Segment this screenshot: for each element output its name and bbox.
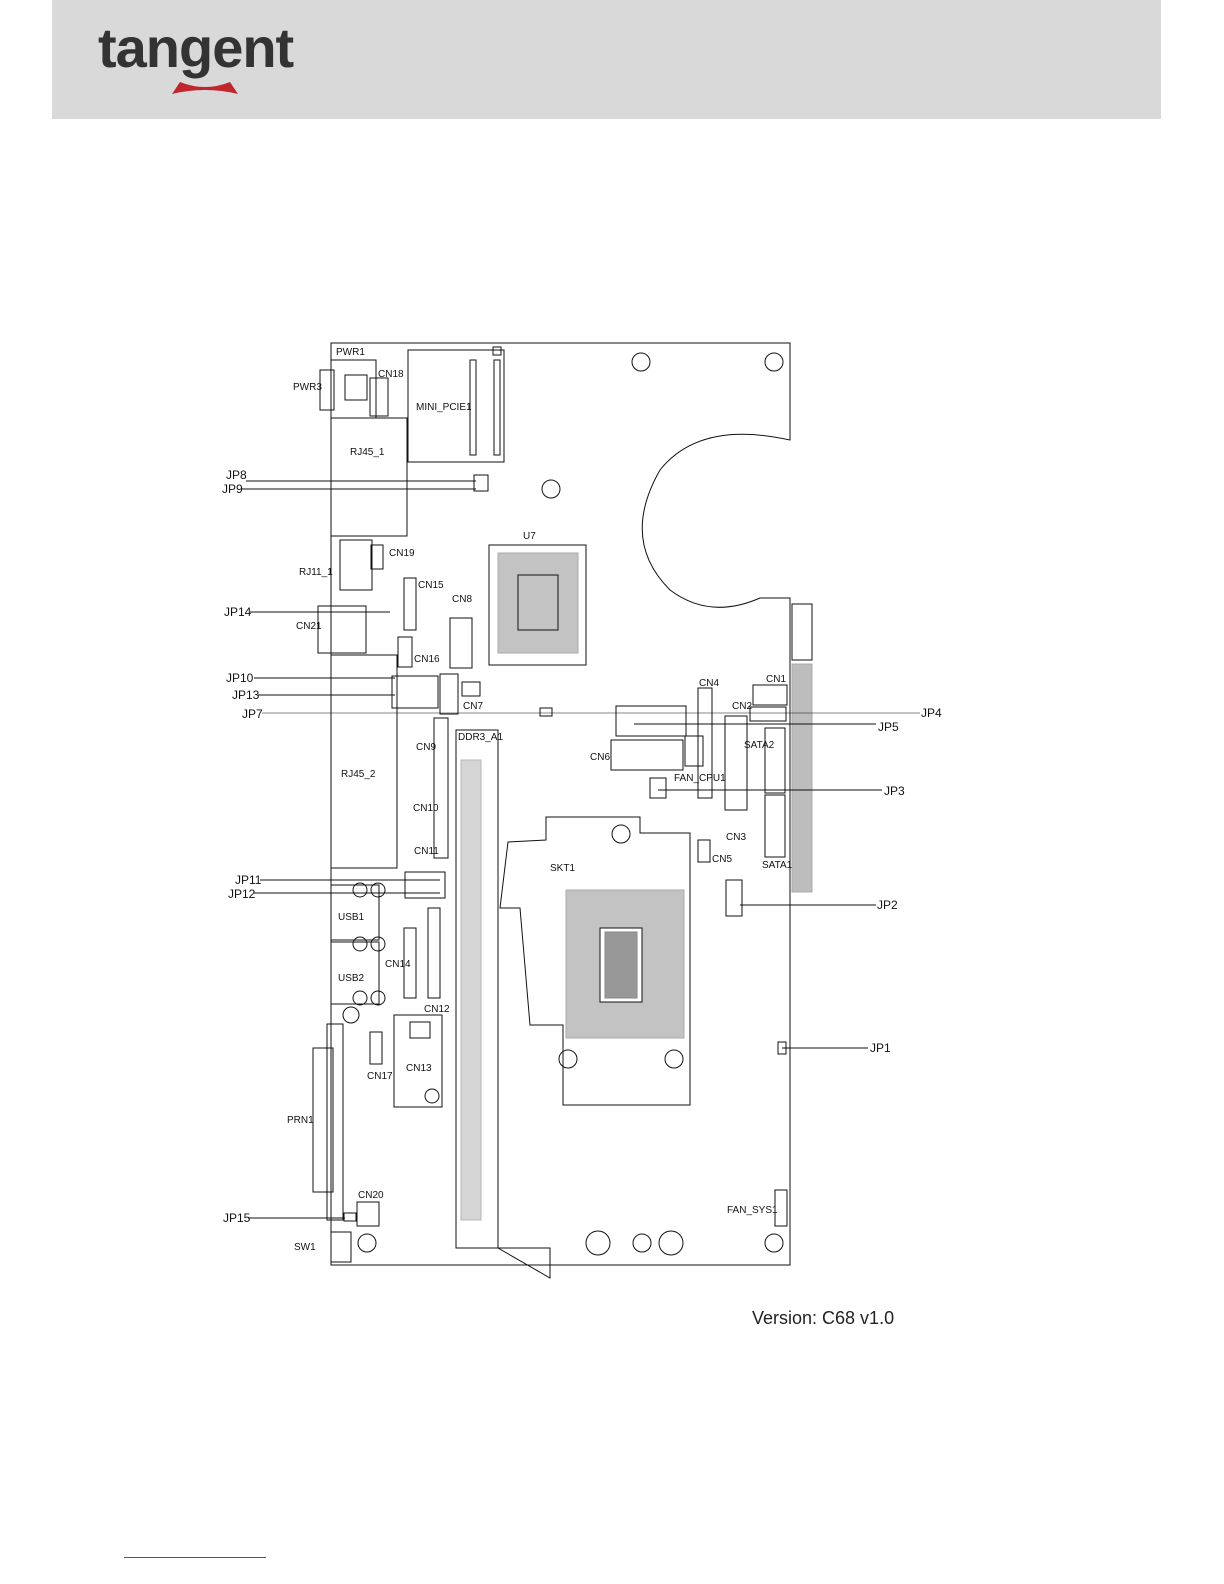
- edge-connector: [792, 604, 812, 660]
- label-jp12: JP12: [228, 887, 256, 901]
- label-jp15: JP15: [223, 1211, 251, 1225]
- cn20-header: [357, 1202, 379, 1226]
- label-usb1: USB1: [338, 912, 365, 923]
- label-jp9: JP9: [222, 482, 243, 496]
- label-cn21: CN21: [296, 621, 322, 632]
- label-cn3: CN3: [726, 832, 746, 843]
- sw1-switch: [331, 1232, 351, 1262]
- label-rj45-1: RJ45_1: [350, 447, 385, 458]
- label-cn4: CN4: [699, 678, 719, 689]
- label-jp10: JP10: [226, 671, 254, 685]
- label-skt1: SKT1: [550, 863, 575, 874]
- label-jp7: JP7: [242, 707, 263, 721]
- label-cn11: CN11: [414, 846, 439, 857]
- label-jp14: JP14: [224, 605, 252, 619]
- label-pwr3: PWR3: [293, 382, 322, 393]
- label-cn10: CN10: [413, 803, 439, 814]
- label-jp8: JP8: [226, 468, 247, 482]
- label-mini-pcie1: MINI_PCIE1: [416, 402, 472, 413]
- label-cn13: CN13: [406, 1063, 432, 1074]
- sata1-connector: [765, 795, 785, 857]
- label-cn17: CN17: [367, 1071, 393, 1082]
- label-cn12: CN12: [424, 1004, 450, 1015]
- rj11-1-port: [340, 540, 372, 590]
- label-ddr3-a1: DDR3_A1: [458, 732, 503, 743]
- label-jp13: JP13: [232, 688, 260, 702]
- label-cn6: CN6: [590, 752, 610, 763]
- label-cn9: CN9: [416, 742, 436, 753]
- label-pwr1: PWR1: [336, 347, 365, 358]
- label-jp5: JP5: [878, 720, 899, 734]
- label-jp11: JP11: [235, 873, 262, 887]
- rj45-1-port: [331, 418, 407, 536]
- label-fan-cpu1: FAN_CPU1: [674, 773, 726, 784]
- label-cn5: CN5: [712, 854, 732, 865]
- label-cn18: CN18: [378, 369, 404, 380]
- label-u7: U7: [523, 531, 536, 542]
- version-label: Version: C68 v1.0: [752, 1308, 894, 1329]
- cn13-module: [394, 1015, 442, 1107]
- label-rj11-1: RJ11_1: [299, 567, 333, 578]
- label-jp2: JP2: [877, 898, 898, 912]
- label-cn7: CN7: [463, 701, 483, 712]
- label-jp3: JP3: [884, 784, 905, 798]
- label-prn1: PRN1: [287, 1115, 314, 1126]
- label-cn1: CN1: [766, 674, 786, 685]
- label-sw1: SW1: [294, 1242, 316, 1253]
- label-cn16: CN16: [414, 654, 440, 665]
- prn1-port: [313, 1048, 333, 1192]
- label-cn19: CN19: [389, 548, 415, 559]
- mount-hole: [632, 353, 650, 371]
- sata2-connector: [765, 728, 785, 793]
- cn21-port: [318, 606, 366, 653]
- label-fan-sys1: FAN_SYS1: [727, 1205, 778, 1216]
- cn6-header: [611, 740, 683, 770]
- label-cn15: CN15: [418, 580, 444, 591]
- pwr1-block: [331, 360, 376, 418]
- label-cn20: CN20: [358, 1190, 384, 1201]
- label-usb2: USB2: [338, 973, 365, 984]
- footer-link-line: [124, 1557, 266, 1558]
- label-sata2: SATA2: [744, 740, 775, 751]
- cn8-header: [450, 618, 472, 668]
- label-cn14: CN14: [385, 959, 411, 970]
- label-sata1: SATA1: [762, 860, 793, 871]
- label-cn8: CN8: [452, 594, 472, 605]
- label-cn2: CN2: [732, 701, 752, 712]
- cn1-header: [753, 685, 787, 705]
- label-jp4: JP4: [921, 706, 942, 720]
- label-rj45-2: RJ45_2: [341, 769, 376, 780]
- label-jp1: JP1: [870, 1041, 891, 1055]
- rj45-2-port: [331, 655, 397, 868]
